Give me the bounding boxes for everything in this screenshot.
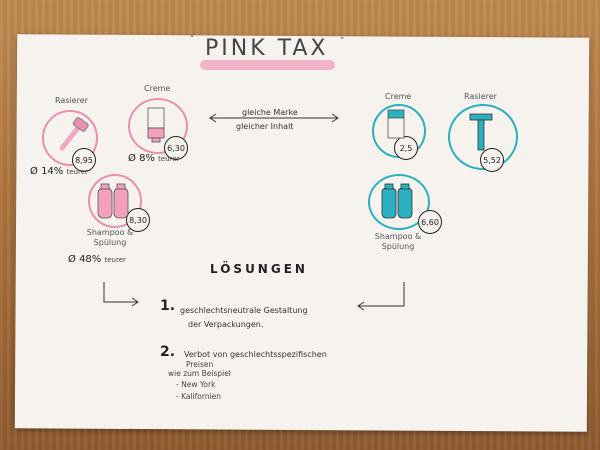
solutions-heading: LÖSUNGEN [210,262,308,276]
pink-cream-label: Creme [144,84,171,93]
solution-2-line1: Verbot von geschlechtsspezifischen [184,350,327,359]
solution-1-line2: der Verpackungen. [188,320,264,329]
pink-razor-label: Rasierer [55,96,88,105]
blue-shampoo-price: 6,60 [418,210,442,234]
blue-razor-price: 5,52 [480,148,504,172]
solution-example-intro: wie zum Beispiel [168,369,231,378]
avg-cream-symbol: Ø [128,153,136,164]
pink-cream-price: 6,30 [164,136,188,160]
solution-example-1: - New York [176,380,216,389]
title-open-quote: “ [190,34,195,43]
avg-shampoo-symbol: Ø [68,254,76,265]
cream-tube-icon [147,107,165,143]
avg-shampoo: Ø 48% teurer [68,254,126,265]
left-bent-arrow-icon [103,282,139,307]
solution-2-line2: Preisen [186,360,214,369]
blue-shampoo-label: Shampoo & Spülung [374,232,422,251]
double-arrow-icon [209,113,339,123]
avg-shampoo-value: 48% [79,254,102,265]
solution-1-line1: geschlechtsneutrale Gestaltung [180,306,308,315]
avg-cream-suffix: teurer [158,155,180,163]
razor-icon [469,113,493,151]
pink-shampoo-label: Shampoo & Spülung [86,228,134,247]
solution-2-number: 2. [160,344,176,360]
avg-cream-value: 8% [139,153,155,164]
title-close-quote: ” [340,36,345,45]
shampoo-bottles-icon [381,183,413,219]
right-bent-arrow-icon [357,282,405,311]
solution-example-2: - Kalifornien [176,392,222,401]
pink-razor-price: 8,95 [72,148,96,172]
center-note-line2: gleicher Inhalt [236,122,294,131]
avg-razor-suffix: teurer [66,168,88,176]
avg-razor: Ø 14% teurer [30,166,88,177]
title-highlight [200,60,335,70]
center-note-line1: gleiche Marke [242,108,298,117]
shampoo-bottles-icon [97,183,129,219]
blue-cream-label: Creme [385,92,412,101]
avg-shampoo-suffix: teurer [104,256,126,264]
solution-1-number: 1. [160,298,176,314]
blue-cream-price: 2,5 [394,136,418,160]
avg-cream: Ø 8% teurer [128,153,180,164]
razor-icon [59,117,89,151]
avg-razor-value: 14% [41,166,64,177]
cream-tube-icon [387,109,405,139]
avg-razor-symbol: Ø [30,166,38,177]
pink-shampoo-price: 8,30 [126,208,150,232]
page-title: PINK TAX [205,36,329,61]
blue-razor-label: Rasierer [464,92,497,101]
